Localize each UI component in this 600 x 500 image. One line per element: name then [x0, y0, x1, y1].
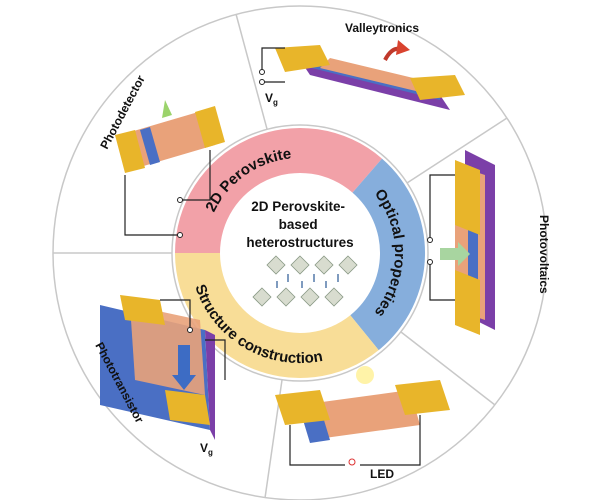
led-device — [275, 366, 450, 466]
valleytronics-label: Valleytronics — [345, 21, 419, 35]
valleytronics-gate-label: Vg — [265, 91, 278, 107]
photovoltaics-device — [427, 150, 495, 335]
ring-segment-structure-construction — [175, 253, 379, 378]
center-title: 2D Perovskite- based heterostructures — [246, 199, 353, 250]
ring-segment-optical-properties — [350, 158, 426, 351]
photovoltaics-label: Photovoltaics — [537, 215, 551, 294]
ring-segment-2d-perovskite — [174, 127, 382, 253]
perovskite-octahedra-illustration — [252, 255, 358, 307]
inner-circle-border — [171, 124, 429, 382]
photodetector-device — [115, 100, 225, 238]
phototransistor-gate-label: Vg — [200, 441, 213, 457]
led-label: LED — [370, 467, 394, 481]
valleytronics-device — [259, 40, 465, 110]
phototransistor-device — [100, 295, 226, 440]
